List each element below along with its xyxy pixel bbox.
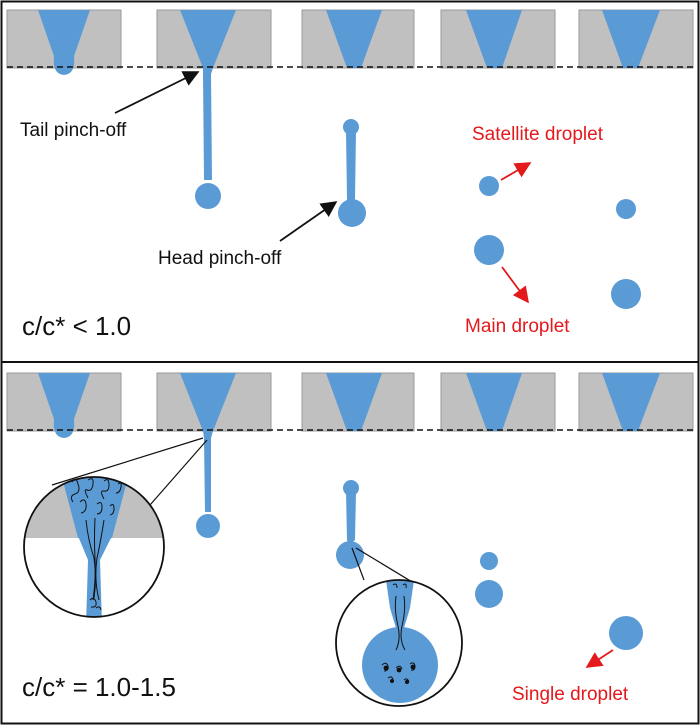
- polymer-filament: [196, 431, 220, 538]
- nozzle-row-top: [6, 9, 694, 75]
- tail-pinch-off-filament: [195, 68, 221, 209]
- tail-pinch-off-label: Tail pinch-off: [20, 120, 127, 141]
- nozzle: [301, 9, 415, 69]
- droplet: [480, 552, 498, 570]
- main-droplet: [474, 235, 504, 265]
- zoom-inset-drop: [335, 547, 463, 707]
- tail-arrow: [114, 71, 200, 114]
- nozzle: [301, 372, 415, 432]
- single-droplet-arrow: [585, 649, 614, 668]
- nozzle: [156, 9, 272, 69]
- condition-label-bottom: c/c* = 1.0-1.5: [22, 672, 176, 702]
- nozzle-row-bottom: [6, 372, 694, 438]
- main-arrow: [501, 266, 529, 304]
- condition-label-top: c/c* < 1.0: [22, 311, 131, 341]
- head-arrow: [279, 201, 338, 242]
- panel-bottom: Single droplet c/c* = 1.0-1.5: [6, 372, 694, 707]
- head-pinch-off-filament: [338, 119, 366, 227]
- nozzle: [578, 9, 694, 69]
- satellite-droplet: [479, 176, 499, 196]
- nozzle: [156, 372, 272, 432]
- droplet: [475, 580, 503, 608]
- main-droplet-label: Main droplet: [465, 316, 570, 337]
- panel-top: Tail pinch-off Head pinch-off Satellite …: [6, 9, 694, 341]
- nozzle: [6, 372, 122, 438]
- satellite-droplet: [616, 199, 636, 219]
- single-droplet-label: Single droplet: [512, 684, 629, 705]
- main-droplet: [611, 279, 641, 309]
- nozzle: [440, 9, 556, 69]
- nozzle: [6, 9, 122, 75]
- zoom-inset-nozzle: [23, 437, 208, 618]
- single-droplet: [609, 616, 643, 650]
- polymer-filament: [336, 480, 364, 569]
- nozzle: [578, 372, 694, 432]
- satellite-arrow: [500, 162, 532, 181]
- nozzle: [440, 372, 556, 432]
- satellite-droplet-label: Satellite droplet: [472, 124, 604, 145]
- head-pinch-off-label: Head pinch-off: [158, 248, 282, 269]
